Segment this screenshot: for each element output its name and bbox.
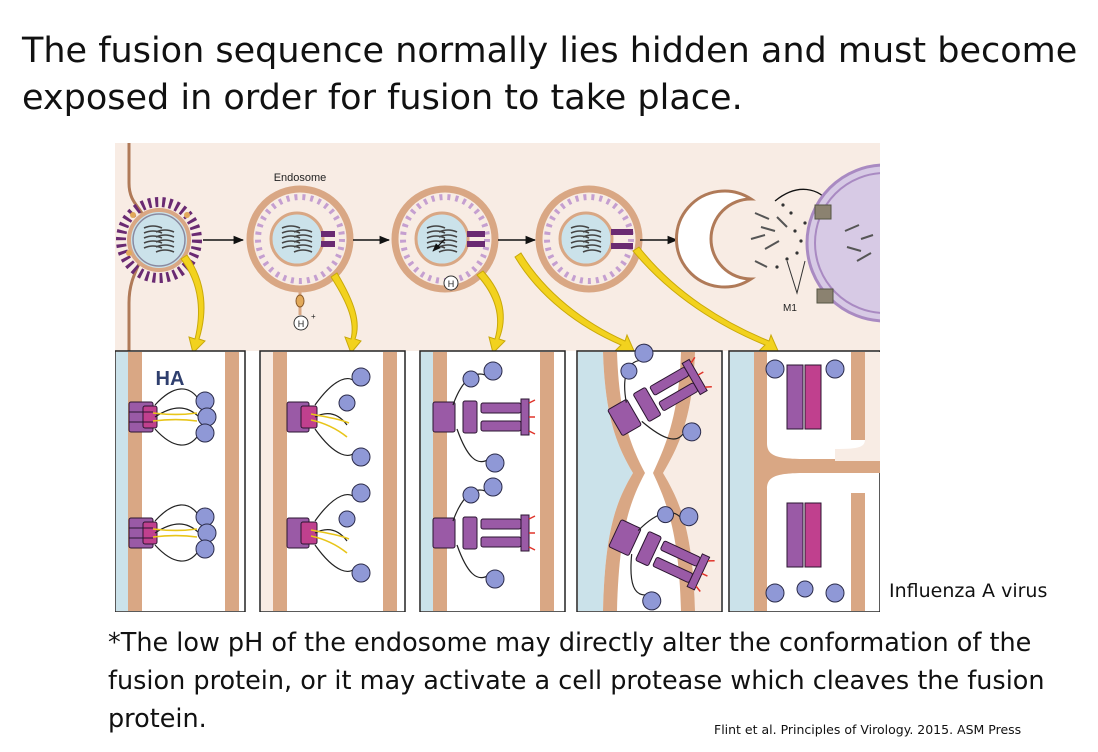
influenza-virion bbox=[116, 197, 202, 283]
ha-label: HA bbox=[156, 368, 185, 390]
panel-2-endosome bbox=[259, 350, 406, 612]
influenza-fusion-diagram: Endosome H + H bbox=[115, 143, 880, 612]
endosome-with-virion bbox=[246, 185, 354, 293]
footnote-text: *The low pH of the endosome may directly… bbox=[108, 628, 1045, 734]
proton-icon bbox=[293, 315, 309, 331]
proton-pump bbox=[295, 294, 305, 308]
nucleus bbox=[805, 163, 880, 323]
endosome-fusing bbox=[535, 185, 643, 293]
panel-3-low-ph bbox=[419, 350, 566, 612]
endosome-label: Endosome bbox=[274, 172, 327, 184]
slide-title: The fusion sequence normally lies hidden… bbox=[22, 31, 1078, 118]
virus-label: Influenza A virus bbox=[889, 580, 1048, 602]
endosome-released bbox=[674, 188, 832, 295]
panel-4-hemifusion bbox=[576, 323, 732, 612]
citation-text: Flint et al. Principles of Virology. 201… bbox=[714, 722, 1022, 737]
proton-label: H bbox=[448, 279, 455, 289]
panel-1-prefusion bbox=[115, 350, 246, 612]
proton-icon bbox=[443, 275, 459, 291]
callout-arrows bbox=[180, 246, 780, 354]
proton-charge: + bbox=[311, 312, 316, 321]
m1-label: M1 bbox=[783, 303, 797, 314]
panel-5-fusion-pore bbox=[728, 350, 880, 612]
proton-label: H bbox=[298, 319, 305, 329]
